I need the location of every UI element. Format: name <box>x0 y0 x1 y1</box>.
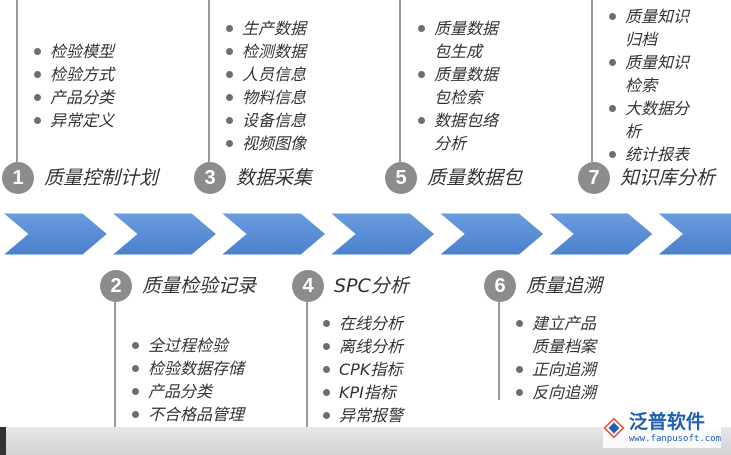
stage-2-title: 质量检验记录 <box>142 275 257 297</box>
watermark: 泛普软件 www.fanpusoft.com <box>603 408 721 448</box>
list-item: 质量知识 <box>607 5 689 28</box>
chevron-segment <box>214 210 330 258</box>
stage-6-title: 质量追溯 <box>526 275 603 297</box>
list-item: 建立产品 <box>514 312 596 335</box>
process-chevron-banner <box>0 210 731 258</box>
stage-7-items: 质量知识 归档 质量知识 检索 大数据分 析 统计报表 <box>607 5 689 166</box>
stage-5-title: 质量数据包 <box>427 167 523 189</box>
list-item-continued: 检索 <box>625 76 658 95</box>
fanpu-logo-icon <box>603 417 625 439</box>
list-item: KPI指标 <box>321 381 403 404</box>
list-item: 正向追溯 <box>514 358 596 381</box>
chevron-segment <box>650 210 731 258</box>
list-item: 不合格品管理 <box>130 403 244 426</box>
chevron-segment <box>432 210 548 258</box>
stage-1-number: 1 <box>2 162 34 194</box>
chevron-segment <box>541 210 657 258</box>
stage-4-title: SPC分析 <box>334 275 409 297</box>
list-item: 生产数据 <box>224 17 306 40</box>
stage-4-number: 4 <box>292 270 324 302</box>
list-item-continued: 包生成 <box>434 42 483 61</box>
chevron-segment <box>323 210 439 258</box>
list-item: 统计报表 <box>607 143 689 166</box>
list-item: 质量数据 <box>416 63 498 86</box>
list-item: 产品分类 <box>32 86 114 109</box>
stage-7-title: 知识库分析 <box>620 167 716 189</box>
list-item: 设备信息 <box>224 109 306 132</box>
list-item: 质量数据 <box>416 17 498 40</box>
connector-line-2 <box>114 300 116 450</box>
list-item: 反向追溯 <box>514 381 596 404</box>
connector-line-7 <box>591 0 593 162</box>
connector-line-4 <box>306 300 308 450</box>
stage-6-number: 6 <box>484 270 516 302</box>
list-item: 数据包络 <box>416 109 498 132</box>
list-item: 离线分析 <box>321 335 403 358</box>
list-item-continued: 包检索 <box>434 88 483 107</box>
chevron-segment <box>105 210 221 258</box>
list-item: CPK指标 <box>321 358 403 381</box>
stage-1-title: 质量控制计划 <box>44 167 159 189</box>
list-item: 异常定义 <box>32 109 114 132</box>
stage-5-number: 5 <box>385 162 417 194</box>
chevron-segment <box>0 210 112 258</box>
list-item: 全过程检验 <box>130 334 244 357</box>
bottom-bar-edge <box>0 427 6 455</box>
list-item: 检测数据 <box>224 40 306 63</box>
stage-2-items: 全过程检验 检验数据存储 产品分类 不合格品管理 <box>130 334 244 426</box>
list-item-continued: 分析 <box>434 134 467 153</box>
connector-line-1 <box>16 0 18 162</box>
stage-2-number: 2 <box>100 270 132 302</box>
list-item-continued: 析 <box>625 122 642 141</box>
stage-1-items: 检验模型 检验方式 产品分类 异常定义 <box>32 40 114 132</box>
list-item: 物料信息 <box>224 86 306 109</box>
stage-6-items: 建立产品 质量档案 正向追溯 反向追溯 <box>514 312 596 404</box>
watermark-url: www.fanpusoft.com <box>628 433 721 444</box>
list-item: 检验方式 <box>32 63 114 86</box>
list-item: 大数据分 <box>607 97 689 120</box>
list-item: 质量知识 <box>607 51 689 74</box>
connector-line-6 <box>498 300 500 400</box>
list-item: 人员信息 <box>224 63 306 86</box>
stage-5-items: 质量数据 包生成 质量数据 包检索 数据包络 分析 <box>416 17 498 155</box>
watermark-brand: 泛普软件 <box>628 410 705 433</box>
list-item: 在线分析 <box>321 312 403 335</box>
list-item: 检验模型 <box>32 40 114 63</box>
list-item: 异常报警 <box>321 404 403 427</box>
stage-3-items: 生产数据 检测数据 人员信息 物料信息 设备信息 视频图像 <box>224 17 306 155</box>
list-item-continued: 归档 <box>625 30 658 49</box>
stage-3-title: 数据采集 <box>236 167 313 189</box>
list-item: 视频图像 <box>224 132 306 155</box>
list-item-continued: 质量档案 <box>532 337 597 356</box>
list-item: 检验数据存储 <box>130 357 244 380</box>
connector-line-3 <box>208 0 210 162</box>
connector-line-5 <box>399 0 401 162</box>
stage-3-number: 3 <box>194 162 226 194</box>
stage-7-number: 7 <box>578 162 610 194</box>
list-item: 产品分类 <box>130 380 244 403</box>
